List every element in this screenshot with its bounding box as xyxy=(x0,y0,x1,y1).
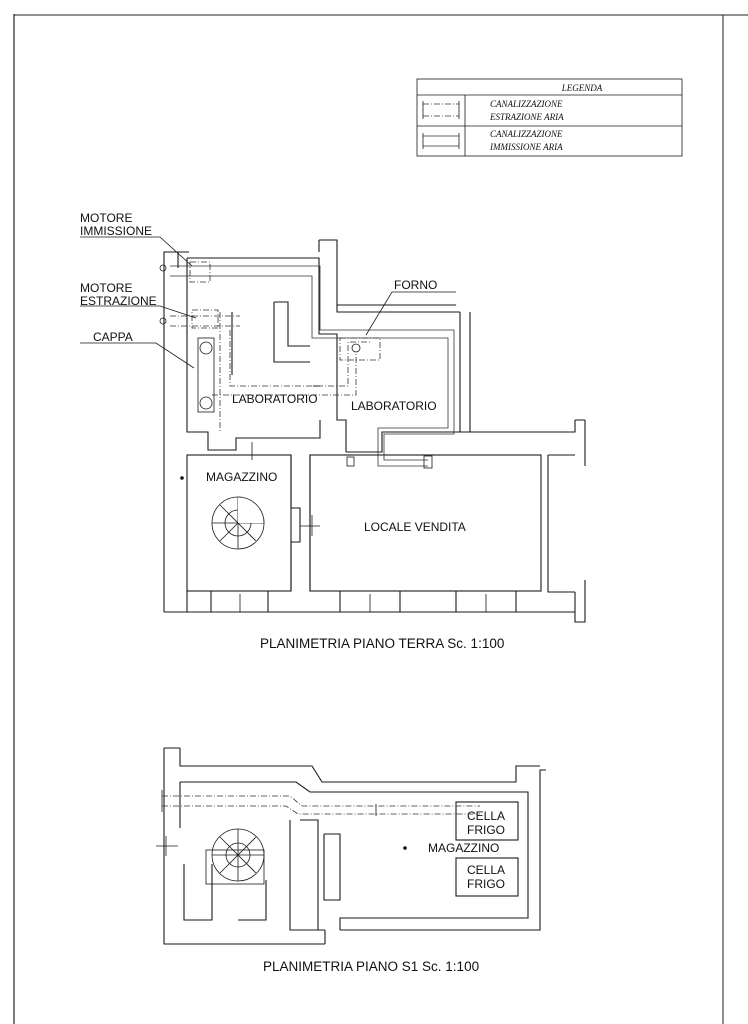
room-magazzino-walls xyxy=(186,454,292,592)
label-magazzino-ground: MAGAZZINO xyxy=(206,470,277,484)
leader-forno xyxy=(365,291,456,336)
label-laboratorio-right: LABORATORIO xyxy=(351,399,437,413)
basement-inner-walls xyxy=(179,781,529,931)
label-cella-frigo-1-line2: FRIGO xyxy=(467,823,505,837)
label-cella-frigo-1-line1: CELLA xyxy=(467,809,505,823)
ground-floor-title: PLANIMETRIA PIANO TERRA Sc. 1:100 xyxy=(260,636,504,651)
spiral-staircase-basement xyxy=(205,828,265,885)
label-motore-immissione-2: IMMISSIONE xyxy=(80,224,152,238)
label-cella-frigo-2-line2: FRIGO xyxy=(467,877,505,891)
legend-box: LEGENDA CANALIZZAZIONE ESTRAZIONE ARIA C… xyxy=(416,78,683,157)
leader-motore-estrazione xyxy=(80,305,197,319)
basement-plan: CELLA FRIGO MAGAZZINO CELLA FRIGO PLANIM… xyxy=(156,747,546,974)
motore-immissione-unit xyxy=(189,261,211,283)
ground-ducts xyxy=(159,261,455,469)
legend-immission-duct-icon xyxy=(422,133,460,149)
ground-inner-walls xyxy=(177,252,461,452)
leader-cappa xyxy=(80,342,195,369)
label-motore-estrazione-1: MOTORE xyxy=(80,281,132,295)
spiral-staircase-ground xyxy=(211,496,265,550)
cappa-hood xyxy=(197,337,215,413)
legend-title: LEGENDA xyxy=(561,83,603,93)
ground-outer-walls xyxy=(163,239,586,623)
label-cappa: CAPPA xyxy=(93,330,133,344)
forno-oven xyxy=(339,337,381,361)
label-magazzino-basement: MAGAZZINO xyxy=(428,841,499,855)
label-locale-vendita: LOCALE VENDITA xyxy=(364,520,466,534)
cella-frigo-1-box xyxy=(455,801,519,841)
label-forno: FORNO xyxy=(394,278,437,292)
label-motore-immissione-1: MOTORE xyxy=(80,211,132,225)
legend-row2-line1: CANALIZZAZIONE xyxy=(490,129,563,139)
label-motore-estrazione-2: ESTRAZIONE xyxy=(80,294,157,308)
label-cella-frigo-2-line1: CELLA xyxy=(467,863,505,877)
basement-title: PLANIMETRIA PIANO S1 Sc. 1:100 xyxy=(263,959,479,974)
leader-motore-immissione xyxy=(80,236,193,267)
label-laboratorio-left: LABORATORIO xyxy=(232,392,318,406)
legend-row2-line2: IMMISSIONE ARIA xyxy=(489,142,563,152)
ground-floor-plan: MOTORE IMMISSIONE MOTORE ESTRAZIONE CAPP… xyxy=(80,211,586,651)
motore-estrazione-unit xyxy=(191,309,219,329)
legend-row1-line2: ESTRAZIONE ARIA xyxy=(489,112,564,122)
cella-frigo-2-box xyxy=(455,857,519,897)
legend-extraction-duct-icon xyxy=(422,101,460,119)
legend-row1-line1: CANALIZZAZIONE xyxy=(490,99,563,109)
basement-outer-walls xyxy=(163,747,546,945)
